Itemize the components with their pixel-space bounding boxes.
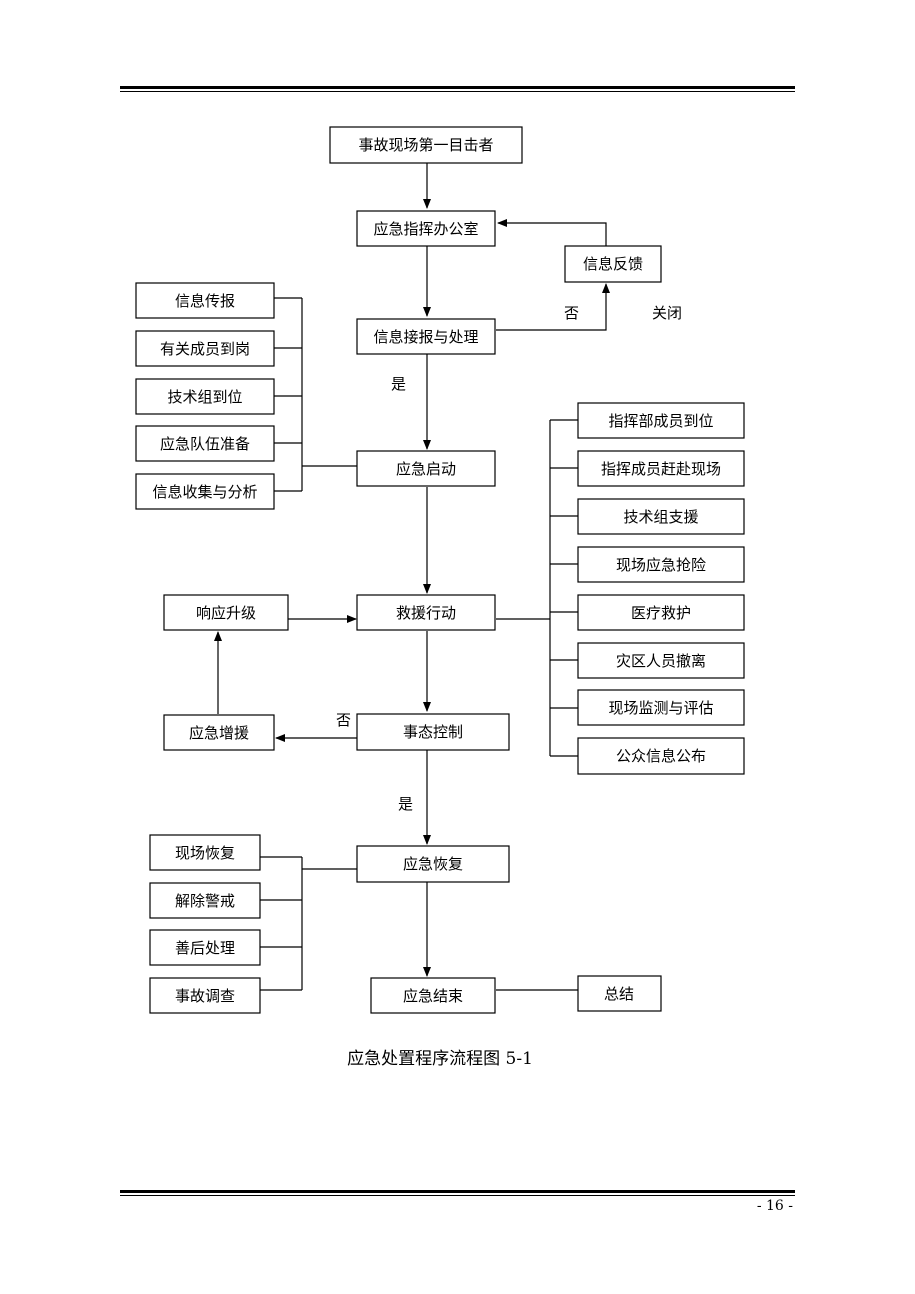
node-rescue: 救援行动 bbox=[356, 594, 496, 631]
node-summary-label: 总结 bbox=[604, 985, 634, 1003]
node-site-recovery-label: 现场恢复 bbox=[175, 844, 235, 862]
node-info-analysis-label: 信息收集与分析 bbox=[152, 483, 257, 501]
node-tech-support: 技术组支援 bbox=[577, 498, 745, 535]
node-info-handling-label: 信息接报与处理 bbox=[373, 328, 478, 346]
node-feedback: 信息反馈 bbox=[564, 245, 662, 283]
node-commanders-site-label: 指挥成员赶赴现场 bbox=[601, 460, 721, 478]
node-investigation-label: 事故调查 bbox=[175, 987, 235, 1005]
emergency-flowchart: 否 关闭 是 否 是 事故现场第一目击者 应急指挥办公室 信息反馈 信息接报与处… bbox=[135, 126, 745, 1014]
node-tech-group-label: 技术组到位 bbox=[167, 388, 242, 406]
node-info-report: 信息传报 bbox=[135, 282, 275, 319]
node-end: 应急结束 bbox=[370, 977, 496, 1014]
node-public-info-label: 公众信息公布 bbox=[616, 747, 706, 765]
node-recovery-label: 应急恢复 bbox=[403, 855, 463, 873]
node-monitoring-label: 现场监测与评估 bbox=[608, 699, 713, 717]
node-public-info: 公众信息公布 bbox=[577, 737, 745, 775]
node-info-report-label: 信息传报 bbox=[175, 292, 235, 310]
node-medical-label: 医疗救护 bbox=[631, 604, 691, 622]
node-commanders-site: 指挥成员赶赴现场 bbox=[577, 450, 745, 487]
node-reinforce-label: 应急增援 bbox=[189, 724, 249, 742]
node-end-label: 应急结束 bbox=[403, 987, 463, 1005]
node-hq-members: 指挥部成员到位 bbox=[577, 402, 745, 439]
node-members-post-label: 有关成员到岗 bbox=[160, 340, 250, 358]
node-control: 事态控制 bbox=[356, 713, 510, 751]
node-recovery: 应急恢复 bbox=[356, 845, 510, 883]
connectors bbox=[214, 163, 610, 991]
node-command-office-label: 应急指挥办公室 bbox=[373, 220, 478, 238]
edge-label-close: 关闭 bbox=[652, 304, 682, 322]
footer-rule-thick bbox=[120, 1190, 795, 1193]
node-team-ready: 应急队伍准备 bbox=[135, 425, 275, 462]
node-site-rescue-label: 现场应急抢险 bbox=[616, 556, 706, 574]
edge-label-yes-recovery: 是 bbox=[398, 795, 413, 813]
node-rescue-label: 救援行动 bbox=[396, 604, 456, 622]
node-aftermath-label: 善后处理 bbox=[175, 939, 235, 957]
node-team-ready-label: 应急队伍准备 bbox=[160, 435, 250, 453]
page-number: - 16 - bbox=[756, 1198, 793, 1214]
node-hq-members-label: 指挥部成员到位 bbox=[608, 412, 713, 430]
node-witness: 事故现场第一目击者 bbox=[329, 126, 523, 164]
node-lift-alert-label: 解除警戒 bbox=[175, 892, 235, 910]
edge-label-no-reinforce: 否 bbox=[336, 711, 351, 729]
node-summary: 总结 bbox=[577, 975, 662, 1012]
edge-label-yes-activation: 是 bbox=[391, 375, 406, 393]
node-tech-support-label: 技术组支援 bbox=[623, 508, 698, 526]
node-info-handling: 信息接报与处理 bbox=[356, 318, 496, 355]
header-rule-thick bbox=[120, 86, 795, 89]
node-lift-alert: 解除警戒 bbox=[149, 882, 261, 919]
edge-label-no-feedback: 否 bbox=[564, 304, 579, 322]
node-investigation: 事故调查 bbox=[149, 977, 261, 1014]
node-activation-label: 应急启动 bbox=[396, 460, 456, 478]
node-command-office: 应急指挥办公室 bbox=[356, 210, 496, 247]
node-site-recovery: 现场恢复 bbox=[149, 834, 261, 871]
footer-rule-thin bbox=[120, 1195, 795, 1196]
node-reinforce: 应急增援 bbox=[163, 714, 275, 751]
node-members-post: 有关成员到岗 bbox=[135, 330, 275, 367]
node-upgrade-label: 响应升级 bbox=[196, 604, 256, 622]
node-evacuation: 灾区人员撤离 bbox=[577, 642, 745, 679]
figure-caption: 应急处置程序流程图 5-1 bbox=[347, 1049, 533, 1069]
node-activation: 应急启动 bbox=[356, 450, 496, 487]
node-info-analysis: 信息收集与分析 bbox=[135, 473, 275, 510]
node-monitoring: 现场监测与评估 bbox=[577, 689, 745, 726]
node-feedback-label: 信息反馈 bbox=[583, 255, 643, 273]
header-rule-thin bbox=[120, 91, 795, 92]
node-site-rescue: 现场应急抢险 bbox=[577, 546, 745, 583]
node-control-label: 事态控制 bbox=[403, 723, 463, 741]
node-upgrade: 响应升级 bbox=[163, 594, 289, 631]
node-medical: 医疗救护 bbox=[577, 594, 745, 631]
node-witness-label: 事故现场第一目击者 bbox=[358, 136, 493, 154]
node-tech-group: 技术组到位 bbox=[135, 378, 275, 415]
node-evacuation-label: 灾区人员撤离 bbox=[616, 652, 706, 670]
node-aftermath: 善后处理 bbox=[149, 929, 261, 966]
